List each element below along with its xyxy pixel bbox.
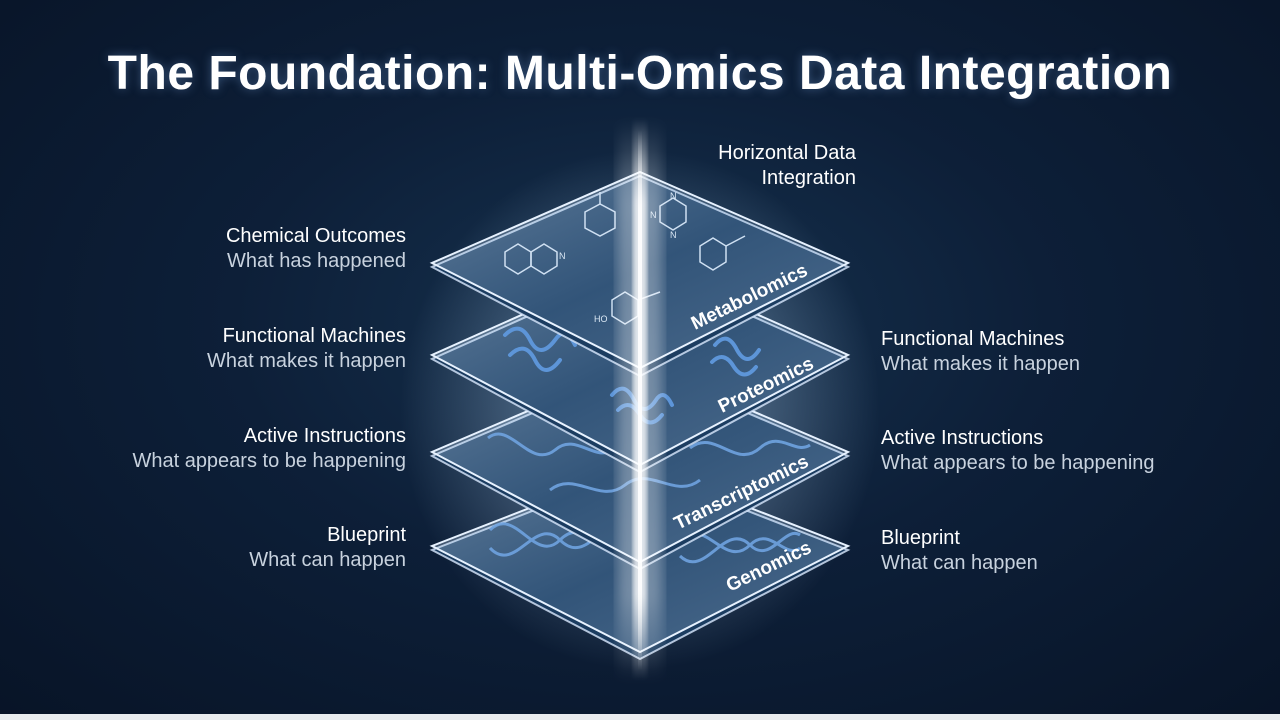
nitrogen-label-2: N (670, 191, 677, 201)
proteomics-left-label: Functional Machines What makes it happen (207, 324, 406, 374)
integration-light-beam (618, 118, 662, 680)
metabolomics-left-label: Chemical Outcomes What has happened (226, 224, 406, 274)
hydroxyl-label: HO (594, 314, 608, 324)
transcriptomics-right-label: Active Instructions What appears to be h… (881, 426, 1155, 476)
proteomics-right-title: Functional Machines (881, 328, 1065, 350)
transcriptomics-left-label: Active Instructions What appears to be h… (132, 424, 406, 474)
bottom-strip (0, 714, 1280, 720)
genomics-left-title: Blueprint (327, 524, 406, 546)
genomics-left-label: Blueprint What can happen (249, 523, 406, 573)
proteomics-right-label: Functional Machines What makes it happen (881, 327, 1080, 377)
horizontal-label-line1: Horizontal Data (718, 142, 856, 164)
transcriptomics-left-title: Active Instructions (243, 425, 406, 447)
horizontal-integration-label: Horizontal Data Integration (640, 141, 856, 191)
proteomics-left-subtitle: What makes it happen (207, 350, 406, 372)
genomics-left-subtitle: What can happen (249, 549, 406, 571)
slide-title: The Foundation: Multi-Omics Data Integra… (107, 47, 1173, 100)
metabolomics-left-title: Chemical Outcomes (225, 225, 406, 247)
genomics-right-label: Blueprint What can happen (881, 526, 1038, 576)
proteomics-left-title: Functional Machines (222, 325, 406, 347)
transcriptomics-right-subtitle: What appears to be happening (881, 452, 1155, 474)
metabolomics-left-subtitle: What has happened (226, 250, 406, 272)
nitrogen-label-3: N (670, 230, 677, 240)
transcriptomics-right-title: Active Instructions (881, 427, 1044, 449)
nitrogen-label-1: N (559, 251, 566, 261)
dna-helix-icon (488, 522, 801, 564)
proteomics-right-subtitle: What makes it happen (881, 353, 1080, 375)
genomics-right-subtitle: What can happen (881, 552, 1038, 574)
genomics-right-title: Blueprint (881, 527, 960, 549)
horizontal-label-line2: Integration (761, 167, 856, 189)
transcriptomics-left-subtitle: What appears to be happening (132, 450, 406, 472)
